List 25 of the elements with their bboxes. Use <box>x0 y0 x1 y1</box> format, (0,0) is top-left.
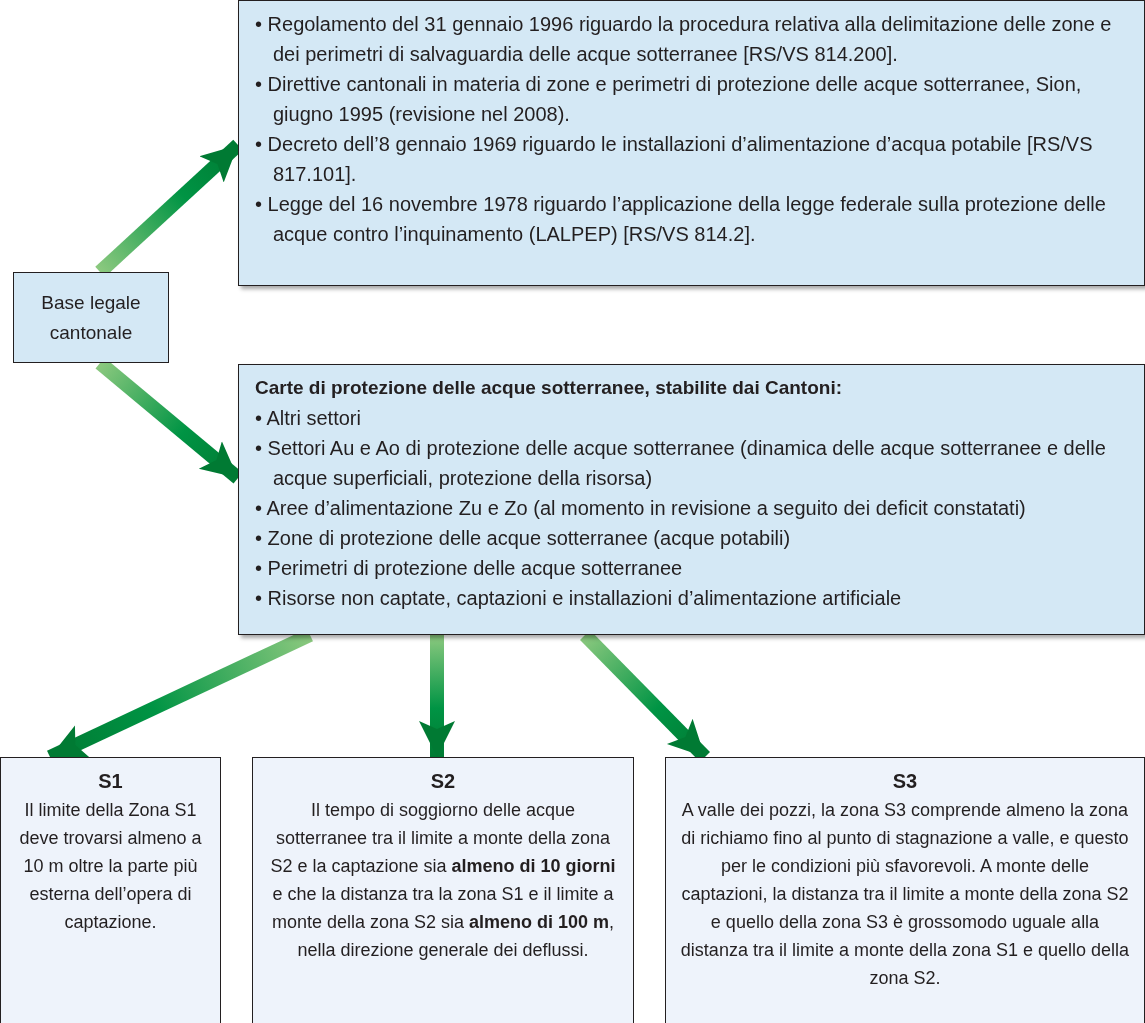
process-box <box>13 272 169 363</box>
zone-card <box>665 757 1145 1023</box>
list-item: • Risorse non captate, captazioni e installazioni d’alimentazione artificiale <box>255 586 903 611</box>
zone-description: A valle dei pozzi, la zona S3 comprende almeno la zona di richiamo fino al punto di stagnazione a valle, e questo per le condizioni più sfavorevoli. A monte delle captazioni, la distanza tra il limite a monte della zona S2 e quello della zona S3 è grossomodo uguale alla distanza tra il limite a monte della zona S1 e quello della zona S2. <box>679 799 1131 990</box>
zone-heading: S2 <box>429 769 457 794</box>
list-item: • Legge del 16 novembre 1978 riguardo l’applicazione della legge federale sulla protezione delle acque contro l’inquinamento (LALPEP) [RS/VS 814.2]. <box>255 192 1107 247</box>
list-item: • Direttive cantonali in materia di zone e perimetri di protezione delle acque sotterranee, Sion, giugno 1995 (revisione nel 2008). <box>255 72 1083 127</box>
text-box <box>238 0 1145 286</box>
list-item: • Altri settori <box>255 406 362 431</box>
zone-heading: S1 <box>97 769 124 794</box>
zone-description: Il limite della Zona S1 deve trovarsi almeno a 10 m oltre la parte più esterna dell’opera di captazione. <box>18 799 203 934</box>
list-item: • Aree d’alimentazione Zu e Zo (al momento in revisione a seguito dei deficit constatati) <box>255 496 1027 521</box>
text-box <box>238 364 1145 635</box>
zone-heading: S3 <box>891 769 919 794</box>
list-item: • Regolamento del 31 gennaio 1996 riguardo la procedura relativa alla delimitazione delle zone e dei perimetri di salvaguardia delle acque sotterranee [RS/VS 814.200]. <box>255 12 1113 67</box>
box-label: Base legale cantonale <box>40 290 142 345</box>
zone-card <box>252 757 634 1023</box>
list-item: • Zone di protezione delle acque sotterranee (acque potabili) <box>255 526 792 551</box>
list-item: • Settori Au e Ao di protezione delle acque sotterranee (dinamica delle acque sotterranee e delle acque superficiali, protezione della risorsa) <box>255 436 1107 491</box>
list-item: • Perimetri di protezione delle acque sotterranee <box>255 556 684 581</box>
arrow <box>419 635 455 757</box>
list-item: • Decreto dell’8 gennaio 1969 riguardo le installazioni d’alimentazione d’acqua potabile [RS/VS 817.101]. <box>255 132 1094 187</box>
zone-description: Il tempo di soggiorno delle acque sotterranee tra il limite a monte della zona S2 e la captazione sia almeno di 10 giorni e che la distanza tra la zona S1 e il limite a monte della zona S2 sia almeno di 100 m, nella direzione generale dei deflussi. <box>269 799 617 962</box>
zone-card <box>0 757 221 1023</box>
box-heading: Carte di protezione delle acque sotterranee, stabilite dai Cantoni: <box>255 376 843 400</box>
